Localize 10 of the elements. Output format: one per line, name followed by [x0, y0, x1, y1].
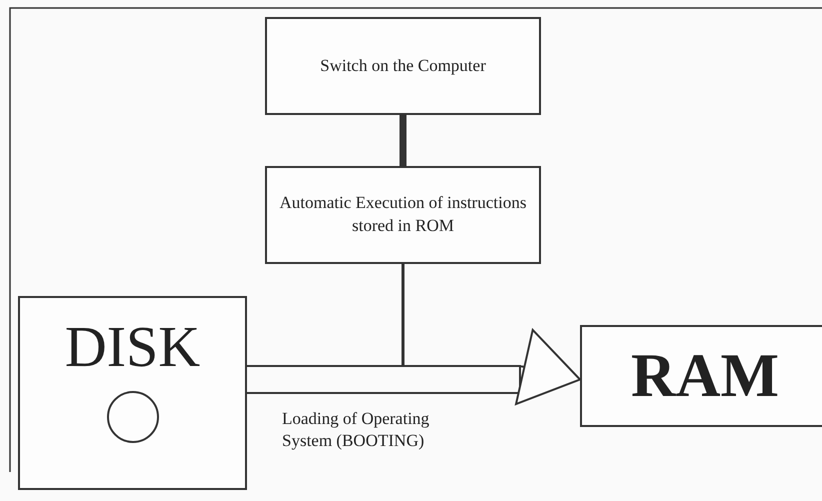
connector-line	[400, 115, 406, 166]
connector-line	[402, 264, 404, 366]
box-text: DISK	[64, 318, 200, 376]
memory-box	[580, 325, 822, 427]
box-text: Switch on the Computer	[319, 54, 487, 77]
hollow-arrow	[246, 328, 581, 406]
process-box	[265, 17, 541, 115]
box-text: RAM	[630, 345, 780, 407]
box-text: Automatic Execution of instructions stored in ROM	[278, 192, 528, 237]
process-box	[265, 166, 541, 264]
